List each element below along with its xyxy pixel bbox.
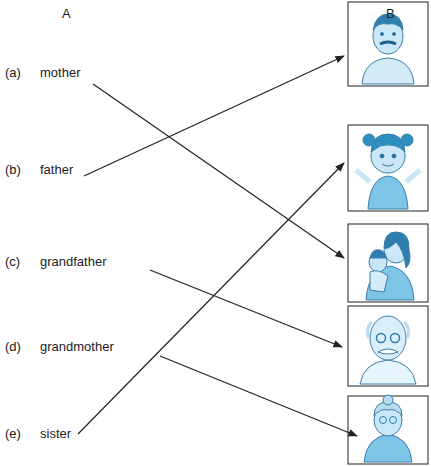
match-arrow: [78, 163, 344, 434]
item-letter: (a): [5, 65, 21, 81]
sister-figure: [356, 134, 420, 209]
picture-box: [348, 224, 428, 302]
picture-box: [348, 306, 428, 386]
word-label: grandmother: [40, 339, 114, 355]
match-arrow: [160, 356, 357, 436]
word-label: mother: [40, 65, 80, 81]
picture-box: [348, 2, 428, 86]
picture-box: [348, 396, 428, 464]
column-heading: B: [386, 6, 395, 22]
word-label: father: [40, 162, 73, 178]
father-figure: [362, 14, 414, 84]
mother-figure: [366, 232, 414, 300]
word-label: grandfather: [40, 254, 107, 270]
item-letter: (c): [5, 254, 20, 270]
item-letter: (d): [5, 339, 21, 355]
grandfather-figure: [360, 316, 416, 384]
match-arrow: [84, 56, 344, 176]
item-letter: (b): [5, 162, 21, 178]
match-arrow: [93, 84, 344, 258]
grandmother-figure: [364, 395, 412, 462]
match-arrow: [150, 270, 342, 347]
column-heading: A: [62, 6, 71, 22]
word-label: sister: [40, 426, 71, 442]
picture-box: [348, 125, 428, 211]
item-letter: (e): [5, 426, 21, 442]
